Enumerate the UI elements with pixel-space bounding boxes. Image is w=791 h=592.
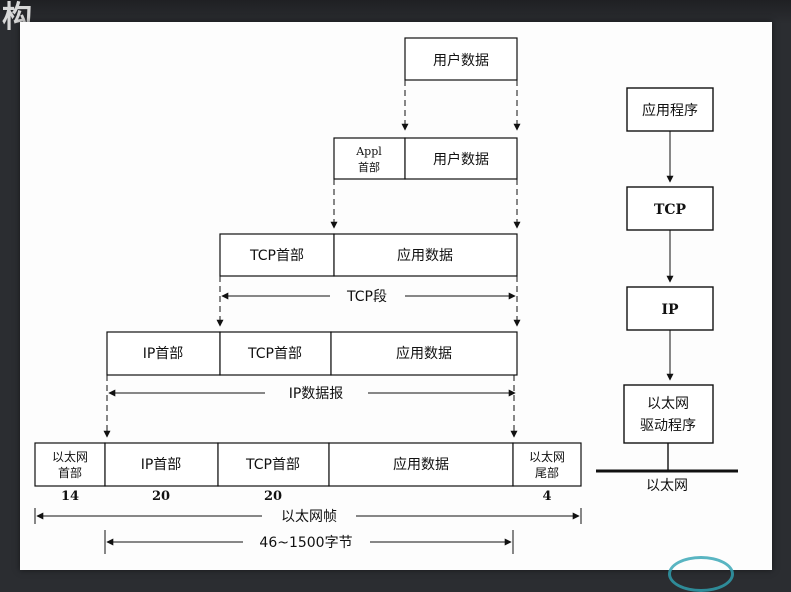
svg-text:首部: 首部 [358,160,380,174]
corner-decoration [668,556,734,592]
svg-text:IP: IP [661,302,679,318]
stack-application: 应用程序 [626,87,714,132]
level2-user-data: 用户数据 [404,137,518,180]
size-eth-header: 14 [61,489,79,504]
tcp-segment-label: TCP段 [346,289,387,305]
svg-text:尾部: 尾部 [535,465,559,480]
level5-eth-trailer: 以太网 尾部 [512,442,582,487]
svg-text:用户数据: 用户数据 [433,151,489,168]
stack-ethernet-driver: 以太网 驱动程序 [623,384,714,444]
svg-text:Appl: Appl [355,145,382,158]
size-ip-header: 20 [152,489,170,504]
level3-tcp-header: TCP首部 [219,233,335,277]
level4-app-data: 应用数据 [330,331,518,376]
svg-text:应用数据: 应用数据 [393,456,449,473]
svg-text:IP首部: IP首部 [141,457,182,473]
screen-top-bar [0,0,791,24]
size-tcp-header: 20 [264,489,282,504]
svg-text:IP首部: IP首部 [143,346,184,362]
level5-tcp-header: TCP首部 [217,442,330,487]
svg-text:以太网: 以太网 [529,449,565,464]
svg-text:应用程序: 应用程序 [642,102,698,119]
level5-app-data: 应用数据 [328,442,514,487]
svg-text:首部: 首部 [58,465,82,480]
svg-text:TCP首部: TCP首部 [249,248,304,264]
svg-text:TCP: TCP [654,202,687,218]
svg-text:驱动程序: 驱动程序 [640,418,696,434]
svg-text:以太网: 以太网 [647,396,689,412]
svg-text:TCP首部: TCP首部 [247,346,302,362]
level4-ip-header: IP首部 [106,331,221,376]
svg-text:应用数据: 应用数据 [397,247,453,264]
level2-appl-header: Appl 首部 [333,137,406,180]
svg-text:应用数据: 应用数据 [396,345,452,362]
payload-label: 46~1500字节 [259,535,352,551]
ip-datagram-label: IP数据报 [289,386,344,402]
stack-tcp: TCP [626,186,714,231]
encapsulation-diagram: 用户数据 Appl 首部 用户数据 TCP首部 应用数据 TCP段 [34,37,738,554]
ethernet-bus-label: 以太网 [646,478,688,494]
size-eth-trailer: 4 [542,489,551,504]
level5-eth-header: 以太网 首部 [34,442,106,487]
level5-ip-header: IP首部 [104,442,219,487]
svg-text:用户数据: 用户数据 [433,52,489,69]
svg-text:TCP首部: TCP首部 [245,457,300,473]
level1-user-data: 用户数据 [404,37,518,81]
level3-app-data: 应用数据 [333,233,518,277]
level4-tcp-header: TCP首部 [219,331,332,376]
stack-ip: IP [626,286,714,331]
svg-text:以太网: 以太网 [52,449,88,464]
frame-label: 以太网帧 [281,509,337,525]
